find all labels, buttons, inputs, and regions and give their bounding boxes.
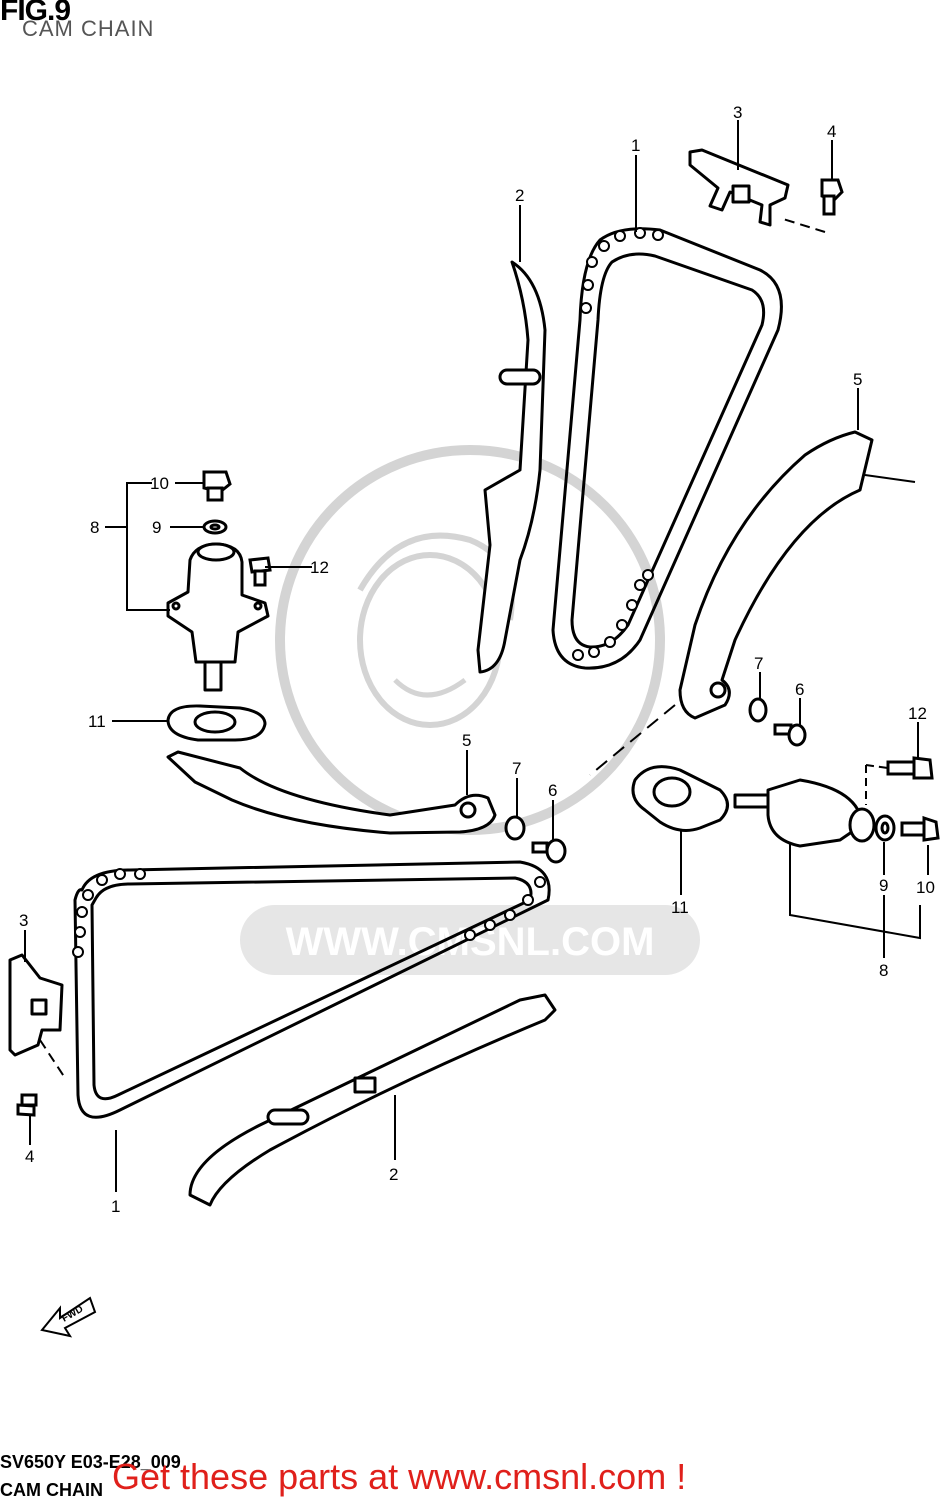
- buy-parts-link[interactable]: Get these parts at www.cmsnl.com !: [112, 1456, 687, 1497]
- callout-1-top: 1: [631, 136, 640, 155]
- tensioner-adjuster-left: [166, 542, 270, 692]
- gasket-11-left: [166, 704, 267, 742]
- chain-guide-bracket-top: [688, 148, 790, 227]
- cmsnl-watermark: WWW.CMSNL.COM: [240, 445, 700, 975]
- model-code: SV650Y E03-E28_009: [0, 1452, 181, 1472]
- callout-2-top: 2: [515, 186, 524, 205]
- callout-2-bottom: 2: [389, 1165, 398, 1184]
- diagram-subtitle: CAM CHAIN: [22, 16, 155, 41]
- cam-chain-guide-lower: [188, 993, 557, 1207]
- watermark-url: WWW.CMSNL.COM: [286, 920, 655, 964]
- callout-12-left: 12: [310, 558, 329, 577]
- callout-9-right: 9: [879, 876, 888, 895]
- callout-1-bottom: 1: [111, 1197, 120, 1216]
- chain-tensioner-middle: [166, 750, 497, 835]
- callout-11-right: 11: [671, 898, 689, 917]
- bolt-10-right: [900, 815, 940, 842]
- chain-guide-bracket-bottom: [8, 953, 64, 1057]
- bolt-6-right: [773, 723, 807, 747]
- callout-10-right: 10: [916, 878, 935, 897]
- callout-labels: 1 2 3 4 5 6 7 8 9 10 11 12 10 9 8 12 11 …: [19, 103, 935, 1216]
- callout-7-middle: 7: [512, 759, 521, 778]
- footer-diagram-name: CAM CHAIN: [0, 1480, 103, 1500]
- leader-lines: [24, 120, 929, 1192]
- bolt-4-top: [820, 178, 844, 216]
- callout-11-left: 11: [88, 712, 106, 731]
- bolt-10-left: [202, 470, 232, 502]
- callout-9-left: 9: [152, 518, 161, 537]
- callout-8-right: 8: [879, 961, 888, 980]
- figure-title: FIG.9: [0, 0, 71, 27]
- callout-4-top: 4: [827, 122, 836, 141]
- callout-8-left: 8: [90, 518, 99, 537]
- callout-12-right: 12: [908, 704, 927, 723]
- callout-10-left: 10: [150, 474, 169, 493]
- callout-7-right: 7: [754, 654, 763, 673]
- chain-links-lower: [72, 868, 546, 958]
- bolt-12-left: [248, 556, 272, 587]
- callout-4-bottom: 4: [25, 1147, 34, 1166]
- forward-direction-arrow: FWD: [40, 1296, 97, 1338]
- tensioner-adjuster-right: [631, 765, 876, 848]
- cam-chain-guide-upper: [476, 260, 547, 674]
- cam-chain-lower: [73, 860, 551, 1119]
- bolt-6-middle: [531, 838, 567, 864]
- bolt-12-right: [886, 756, 934, 780]
- callout-6-middle: 6: [548, 781, 557, 800]
- washer-9-right: [874, 814, 896, 842]
- callout-5-right: 5: [853, 370, 862, 389]
- washer-7-middle: [504, 815, 526, 841]
- washer-7-right: [748, 697, 768, 723]
- callout-5-middle: 5: [462, 731, 471, 750]
- callout-3-top: 3: [733, 103, 742, 122]
- callout-3-bottom: 3: [19, 911, 28, 930]
- bolt-4-bottom: [16, 1093, 38, 1117]
- washer-9-left: [202, 519, 228, 535]
- chain-links-upper: [572, 227, 664, 661]
- callout-6-right: 6: [795, 680, 804, 699]
- chain-tensioner-upper: [678, 430, 874, 720]
